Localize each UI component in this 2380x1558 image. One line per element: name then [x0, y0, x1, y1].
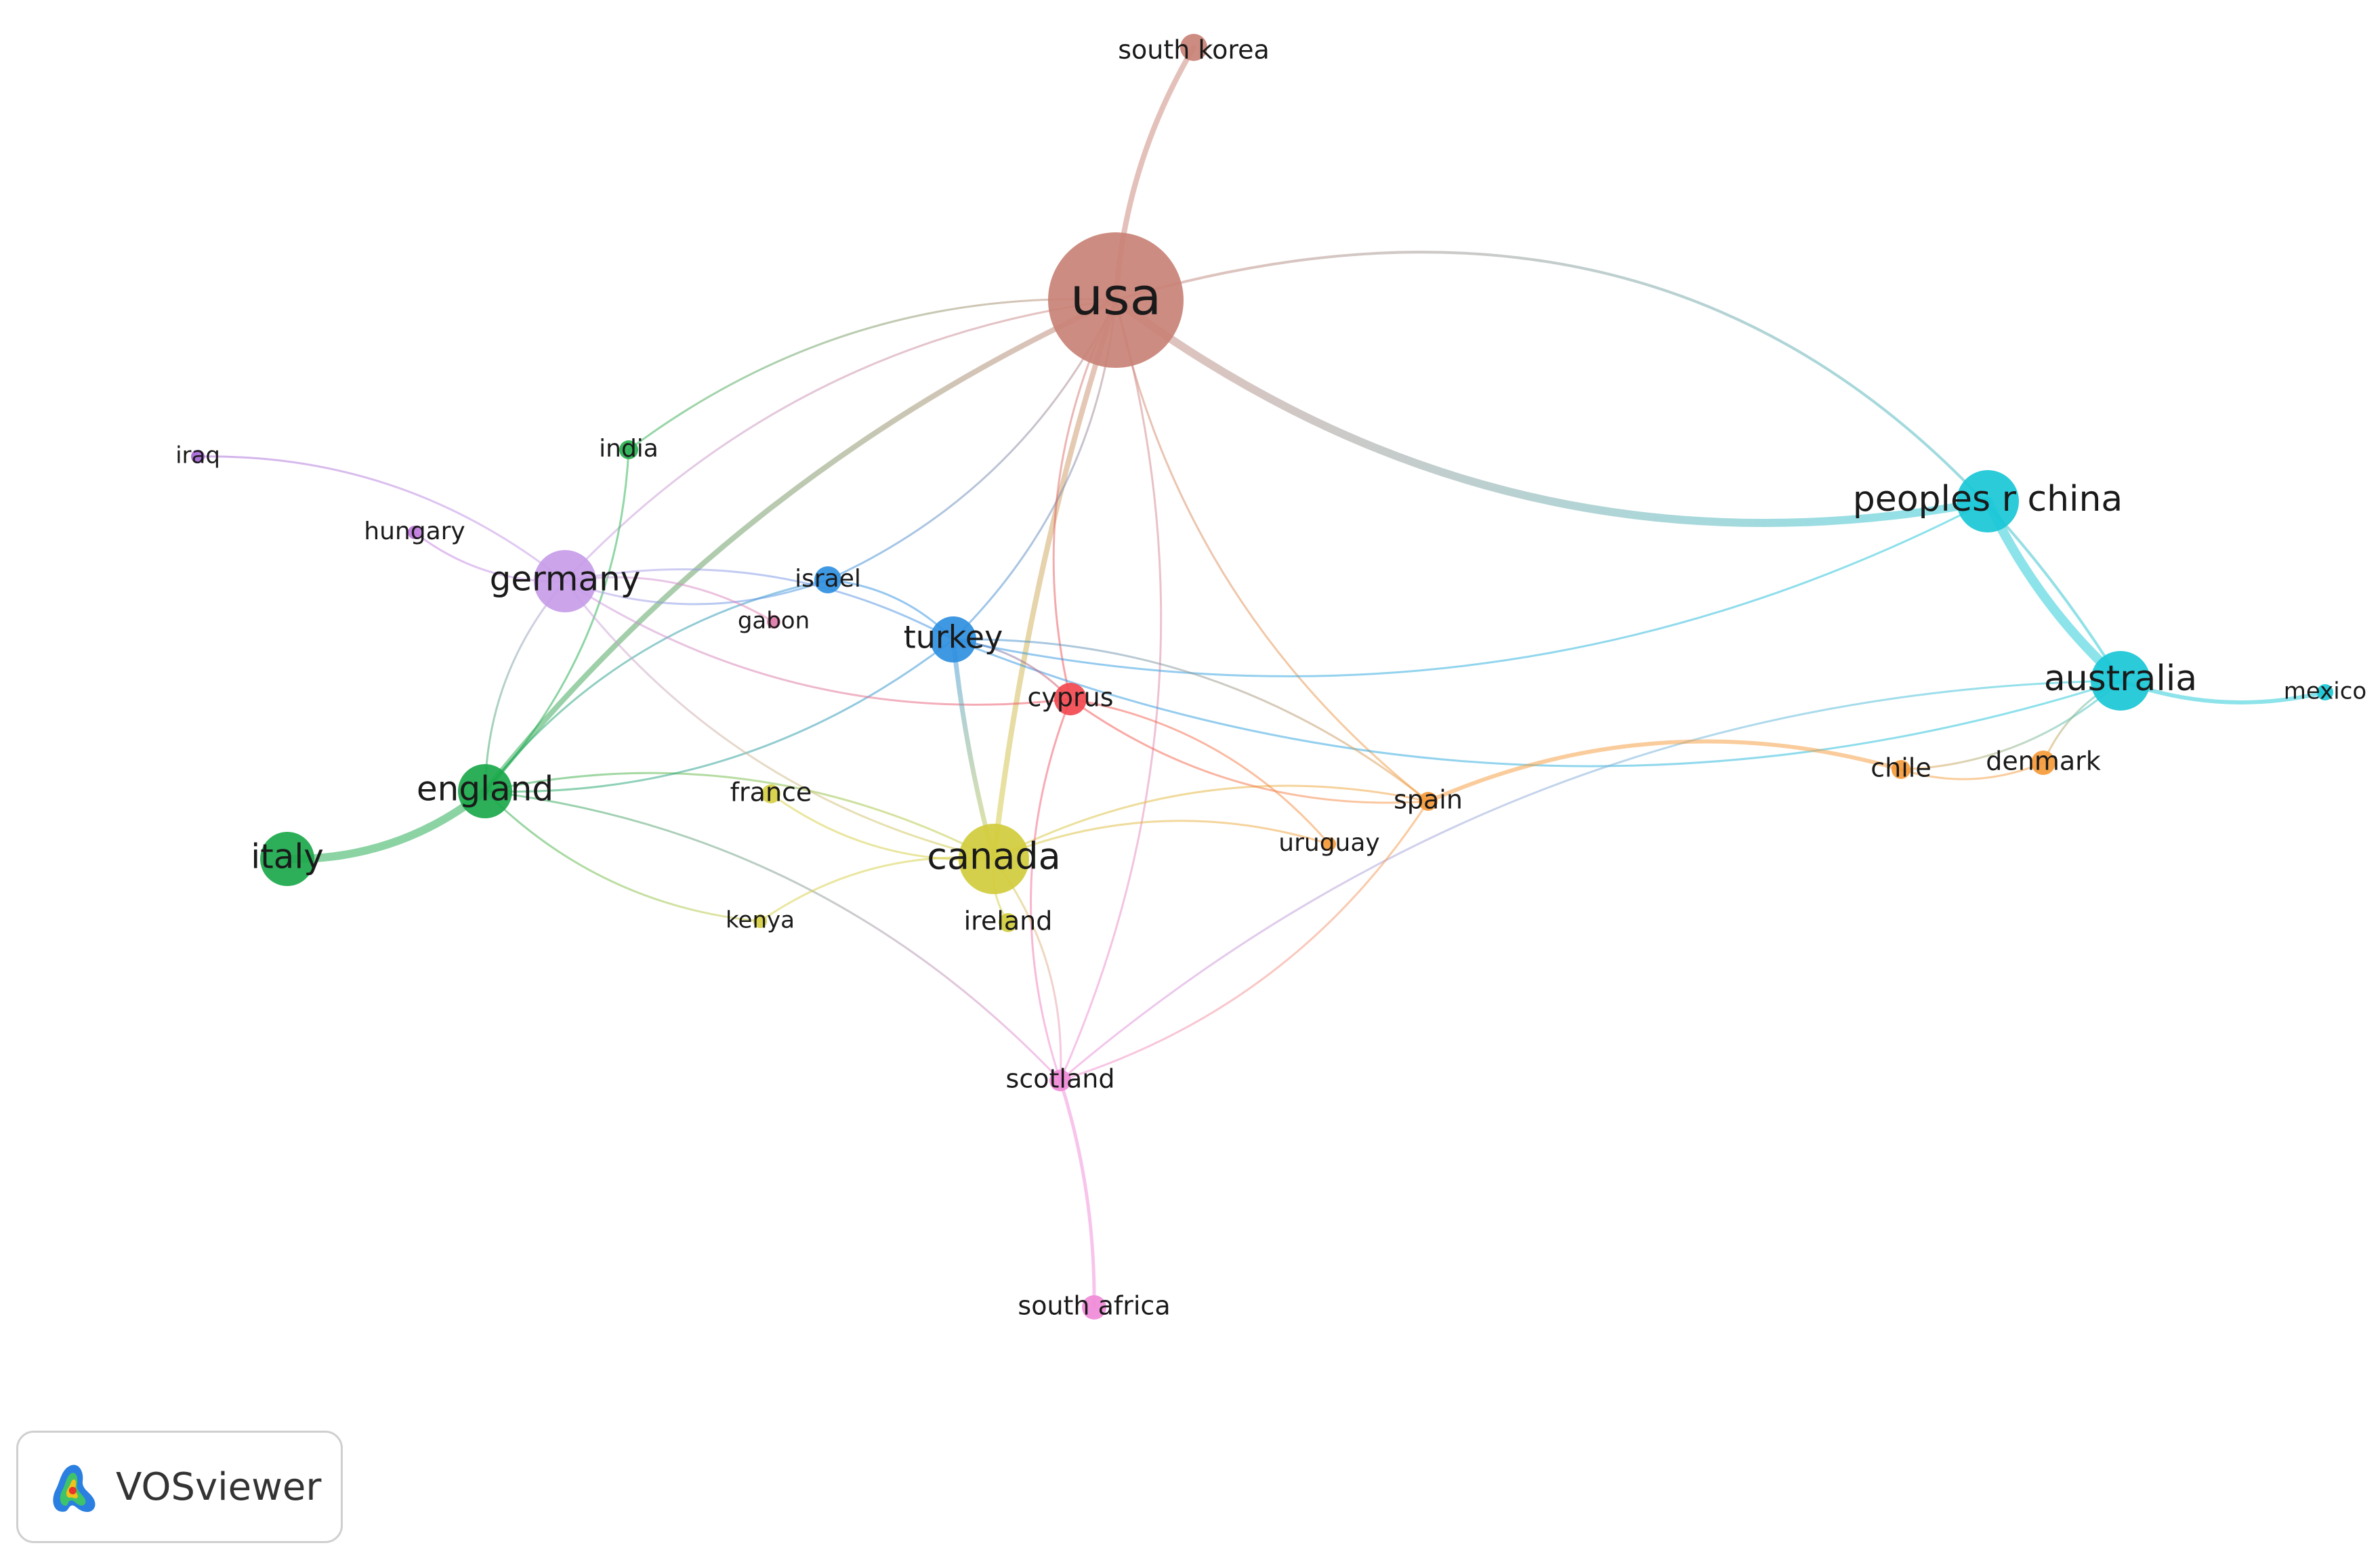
node-label-israel: israel [795, 565, 861, 593]
node-label-south-africa: south africa [1018, 1291, 1170, 1321]
node-kenya[interactable] [753, 914, 767, 928]
node-chile[interactable] [1892, 760, 1911, 779]
link-germany-turkey [564, 568, 955, 641]
nodes-layer [191, 34, 2333, 1320]
link-usa-spain [1114, 299, 1429, 803]
node-peoples-r-china[interactable] [1957, 470, 2019, 532]
link-australia-chile [1900, 679, 2122, 771]
node-label-mexico: mexico [2284, 678, 2367, 705]
node-denmark[interactable] [2031, 751, 2055, 775]
vosviewer-logo-badge[interactable]: VOSviewer [16, 1431, 343, 1543]
node-label-cyprus: cyprus [1027, 683, 1113, 713]
node-label-canada: canada [927, 835, 1060, 878]
labels-layer: usa south korea india iraq hungary germany isr… [175, 35, 2366, 1321]
node-hungary[interactable] [408, 526, 421, 539]
node-label-india: india [599, 435, 659, 463]
link-usa-australia [1114, 251, 2122, 682]
links-layer [196, 45, 2327, 1309]
node-label-denmark: denmark [1986, 746, 2101, 776]
node-label-south-korea: south korea [1118, 35, 1270, 65]
node-iraq[interactable] [191, 450, 205, 463]
node-israel[interactable] [814, 566, 841, 593]
node-turkey[interactable] [930, 616, 976, 662]
node-cyprus[interactable] [1054, 683, 1087, 715]
node-label-england: england [417, 770, 554, 809]
node-spain[interactable] [1419, 792, 1438, 811]
link-scotland-cyprus [1030, 698, 1072, 1082]
link-usa-india [627, 298, 1117, 451]
link-cyprus-uruguay [1069, 698, 1331, 845]
link-germany-canada [564, 580, 995, 860]
node-label-ireland: ireland [964, 906, 1053, 936]
node-south-africa[interactable] [1082, 1295, 1106, 1320]
link-spain-scotland [1059, 800, 1429, 1082]
link-england-canada [484, 772, 995, 860]
vosviewer-logo-icon [53, 1465, 96, 1513]
link-england-israel [484, 578, 829, 793]
node-uruguay[interactable] [1322, 837, 1336, 851]
link-canada-uruguay [993, 820, 1331, 860]
link-spain-turkey [952, 638, 1429, 803]
link-australia-turkey [952, 638, 2122, 767]
link-spain-chile [1426, 739, 1903, 803]
node-label-scotland: scotland [1006, 1064, 1115, 1094]
link-chile-denmark [1900, 761, 2045, 780]
link-spain-canada [993, 784, 1429, 860]
link-usa-england [482, 297, 1119, 794]
node-italy[interactable] [260, 832, 314, 886]
node-south-korea[interactable] [1180, 34, 1207, 61]
node-label-kenya: kenya [726, 907, 795, 934]
node-label-usa: usa [1070, 266, 1161, 327]
link-england-germany [484, 580, 566, 793]
link-germany-iraq [196, 455, 566, 583]
link-england-turkey [484, 638, 955, 793]
node-label-chile: chile [1871, 753, 1931, 783]
link-peoples-r-china-turkey [952, 500, 1989, 677]
link-england-kenya [484, 790, 761, 923]
node-usa[interactable] [1048, 232, 1184, 368]
node-england[interactable] [458, 764, 512, 818]
node-mexico[interactable] [2317, 684, 2333, 700]
node-label-peoples-r-china: peoples r china [1853, 479, 2123, 520]
node-france[interactable] [761, 784, 780, 803]
node-label-iraq: iraq [175, 442, 220, 469]
link-germany-israel [564, 578, 829, 606]
node-label-france: france [730, 778, 812, 807]
link-england-india [484, 448, 630, 793]
node-label-hungary: hungary [364, 518, 465, 545]
node-germany[interactable] [534, 550, 596, 612]
link-australia-scotland [1059, 679, 2122, 1082]
node-label-australia: australia [2044, 658, 2197, 699]
vosviewer-logo-text: VOSviewer [116, 1465, 322, 1509]
link-germany-cyprus [564, 580, 1072, 706]
node-canada[interactable] [959, 824, 1029, 894]
link-usa-canada [991, 297, 1119, 862]
node-label-italy: italy [251, 837, 324, 877]
node-ireland[interactable] [999, 913, 1018, 932]
node-scotland[interactable] [1049, 1070, 1071, 1091]
node-label-germany: germany [490, 560, 641, 599]
link-usa-germany [564, 299, 1117, 583]
node-gabon[interactable] [767, 615, 780, 629]
node-label-spain: spain [1394, 785, 1463, 815]
link-usa-peoples-r-china [1112, 296, 1992, 528]
link-spain-cyprus [1069, 698, 1429, 804]
node-india[interactable] [619, 440, 638, 459]
link-scotland-south-africa [1058, 1078, 1096, 1309]
node-label-gabon: gabon [738, 608, 810, 635]
link-usa-scotland [1059, 299, 1163, 1082]
node-australia[interactable] [2091, 651, 2150, 711]
link-england-italy [283, 787, 489, 864]
node-label-turkey: turkey [904, 619, 1003, 656]
link-england-scotland [484, 790, 1062, 1082]
node-label-uruguay: uruguay [1278, 829, 1379, 857]
